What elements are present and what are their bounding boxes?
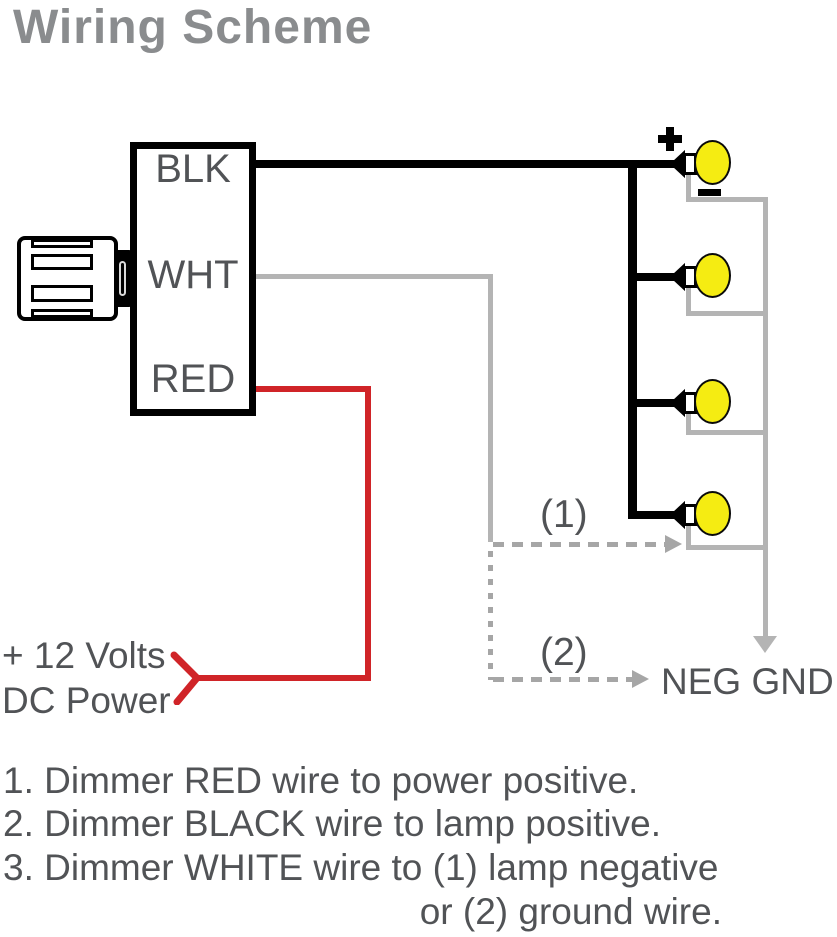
black-wire-horizontal — [256, 160, 675, 168]
option2-label: (2) — [540, 631, 588, 674]
option1-label: (1) — [540, 493, 588, 536]
lamp-4-neg-wire-h — [686, 545, 768, 550]
instruction-3-continued: or (2) ground wire. — [419, 891, 722, 932]
white-wire-horizontal — [256, 274, 488, 279]
connector-slot-top — [31, 239, 93, 248]
option2-arrowhead-icon — [632, 670, 649, 688]
power-source-label: + 12 Volts DC Power — [2, 633, 171, 723]
neg-bus-arrowhead-icon — [753, 636, 777, 653]
lamp-2-bulb — [694, 253, 731, 298]
option2-dotted-wire — [488, 551, 493, 680]
connector-slot-bottom — [31, 309, 93, 318]
lamp-3-neg-wire — [686, 409, 691, 435]
lamp-4-socket — [674, 500, 685, 530]
neg-bus-wire — [763, 197, 768, 637]
lamp-2-neg-wire-h — [686, 311, 768, 316]
lamp-1-neg-wire — [686, 170, 691, 202]
option2-dashed-wire — [493, 677, 632, 682]
option1-dashed-wire — [493, 542, 665, 547]
terminal-label-red: RED — [150, 357, 236, 401]
instruction-1: 1. Dimmer RED wire to power positive. — [3, 760, 639, 801]
connector-tab-slot — [119, 261, 126, 296]
terminal-label-blk: BLK — [155, 147, 231, 191]
connector-tab — [114, 250, 131, 307]
page-title: Wiring Scheme — [13, 1, 373, 54]
dimmer-box: BLK WHT RED — [130, 142, 256, 416]
black-wire-bus — [628, 160, 637, 519]
lamp-1-socket — [674, 149, 685, 179]
lamp-4-bulb — [694, 491, 731, 536]
minus-icon — [698, 189, 721, 196]
power-source-line2: DC Power — [2, 680, 171, 721]
black-wire-branch-3 — [628, 399, 675, 407]
plus-icon — [658, 127, 682, 151]
black-wire-branch-2 — [628, 273, 675, 281]
power-source-line1: + 12 Volts — [2, 635, 166, 676]
lamp-3-neg-wire-h — [686, 430, 768, 435]
red-wire-vertical — [365, 386, 371, 681]
white-wire-vertical — [488, 274, 493, 542]
lamp-3-bulb — [694, 379, 731, 424]
lamp-3-socket — [674, 388, 685, 418]
connector-slot-1 — [31, 254, 93, 270]
black-wire-branch-4 — [628, 511, 675, 519]
lamp-2-socket — [674, 262, 685, 292]
red-wire-horizontal-top — [256, 386, 371, 392]
red-wire-end-chevron-icon — [170, 651, 201, 705]
neg-gnd-label: NEG GND — [661, 661, 834, 702]
lamp-4-neg-wire — [686, 521, 691, 550]
instruction-3: 3. Dimmer WHITE wire to (1) lamp negativ… — [3, 847, 719, 888]
connector-body — [17, 236, 118, 321]
connector-slot-2 — [31, 285, 93, 302]
red-wire-horizontal-bottom — [197, 675, 371, 681]
instruction-2: 2. Dimmer BLACK wire to lamp positive. — [3, 803, 661, 844]
lamp-1-neg-wire-h — [686, 197, 768, 202]
option1-arrowhead-icon — [665, 535, 682, 553]
terminal-label-wht: WHT — [147, 253, 239, 297]
lamp-1-bulb — [694, 140, 731, 185]
lamp-2-neg-wire — [686, 283, 691, 316]
